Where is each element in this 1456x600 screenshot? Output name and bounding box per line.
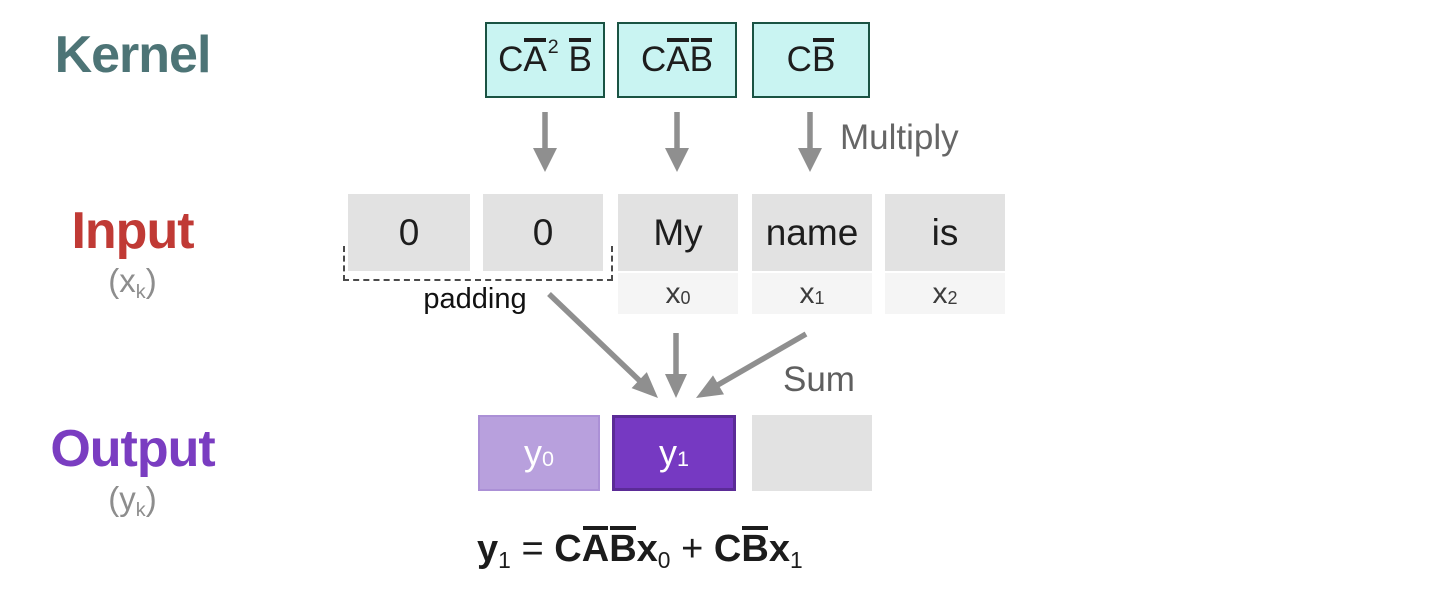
formula-part: (y [108,480,136,517]
formula-part: C [498,40,524,79]
formula-part: 0 [541,446,554,472]
formula-part: ) [145,262,157,299]
kernel-row-label: Kernel [54,26,212,84]
sum-arrowhead-middle [665,374,687,398]
formula-part: x [636,528,658,570]
formula-part: 1 [676,446,689,472]
padding-bracket [343,246,613,281]
formula-part: ) [145,480,157,517]
formula-part: 0 [680,288,691,309]
formula-part: C [786,40,812,79]
formula-part: C [641,40,667,79]
input-cell-name: name [752,194,872,271]
formula-part: B [609,526,637,570]
multiply-arrowhead-3 [798,148,822,172]
formula-part: B [568,38,592,79]
input-row-symbol: (xk) [25,262,240,303]
padding-label: padding [423,283,527,315]
formula-part: y [658,432,677,473]
formula-part: k [135,280,146,303]
input-cell-padding-1: 0 [348,194,470,271]
sum-arrow-left [547,292,643,384]
formula-part: y [523,432,542,473]
sum-annotation: Sum [783,360,855,399]
formula-part: A [523,38,547,79]
formula-part: 2 [547,36,559,59]
formula-part: x [799,276,815,310]
formula-part: A [581,526,610,570]
sum-arrow-right [714,331,808,389]
output-formula: y1=CABx0+CBx1 [477,526,803,573]
input-cell-padding-2: 0 [483,194,603,271]
formula-part: (x [108,262,136,299]
formula-part: y [477,528,499,570]
formula-part: C [554,528,582,570]
formula-part: x [768,528,790,570]
input-cell-my: My [618,194,738,271]
formula-part: x [665,276,681,310]
formula-part: C [713,528,742,570]
formula-part: k [135,498,146,521]
formula-part: x [932,276,948,310]
formula-part: B [811,38,836,79]
sum-arrowhead-right [696,375,724,398]
formula-part: + [681,528,704,570]
multiply-arrowhead-1 [533,148,557,172]
formula-part: 2 [947,288,958,309]
input-row-label: Input [71,202,194,260]
formula-part: 1 [814,288,825,309]
multiply-arrowhead-2 [665,148,689,172]
multiply-annotation: Multiply [840,118,959,157]
formula-part: 1 [498,546,511,573]
sum-arrowhead-left [631,372,658,398]
formula-part: 1 [789,546,803,573]
formula-part: A [666,38,690,79]
output-row-label: Output [50,420,215,478]
input-cell-is: is [885,194,1005,271]
output-row-symbol: (yk) [25,480,240,521]
formula-part: = [521,528,544,570]
formula-part: 0 [657,546,671,573]
formula-part: B [689,38,713,79]
output-cell-empty [752,415,872,491]
formula-part: B [741,526,769,570]
